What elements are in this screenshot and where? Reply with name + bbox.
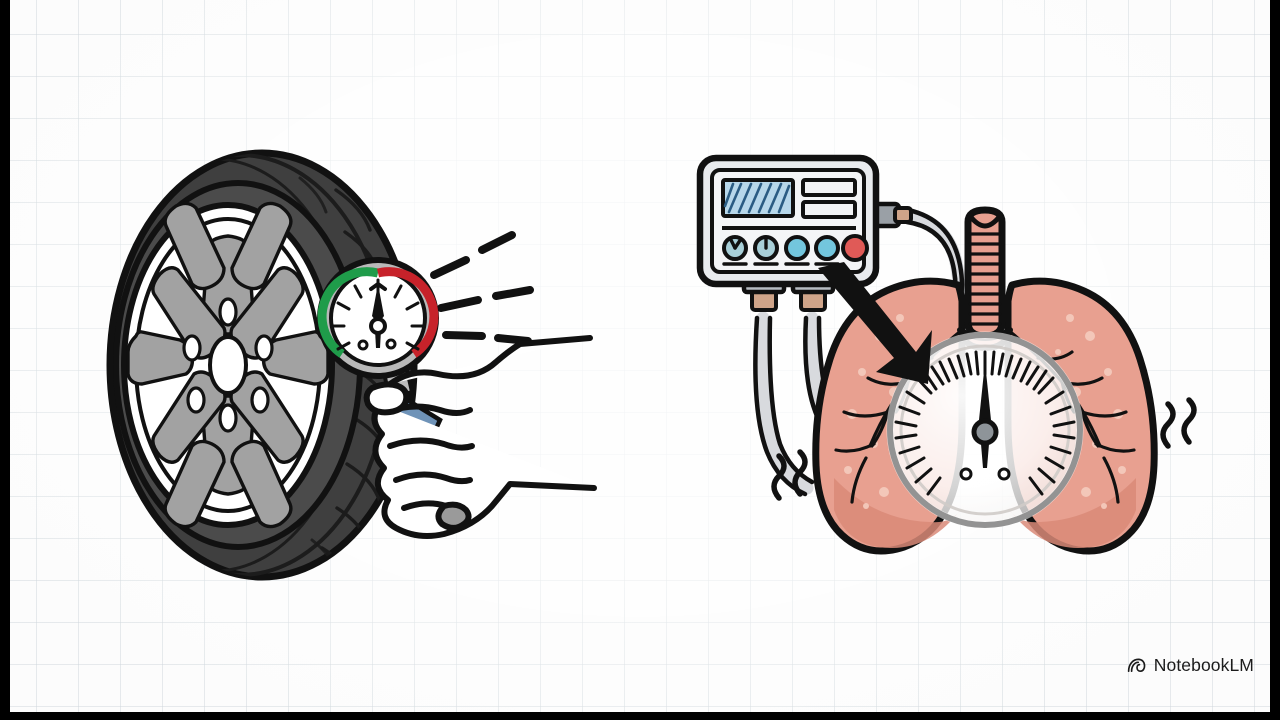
machine-button-3-red[interactable] bbox=[841, 234, 869, 262]
lung-shadow-left bbox=[834, 478, 962, 548]
breath-vapor-left bbox=[771, 449, 808, 501]
machine-control-knobs bbox=[722, 235, 779, 266]
wheel-hub bbox=[208, 335, 248, 395]
letterbox-right bbox=[1270, 0, 1280, 720]
machine-display-screen bbox=[721, 178, 795, 218]
gauge-green-zone bbox=[317, 267, 380, 358]
wheel-lug-holes bbox=[182, 297, 274, 433]
ventilator-machine bbox=[696, 154, 913, 288]
lung-gauge-needle bbox=[971, 362, 999, 468]
lung-gauge-ticks bbox=[894, 350, 1076, 496]
letterbox-left bbox=[0, 0, 10, 720]
machine-button-2[interactable] bbox=[814, 235, 840, 261]
breath-vapor-right bbox=[1160, 397, 1197, 449]
hand-gripping-gauge bbox=[363, 335, 597, 539]
gauge-screw-dots bbox=[357, 338, 397, 351]
lung-gauge-screw-dots bbox=[959, 467, 1011, 481]
wheel-spokes bbox=[126, 201, 330, 529]
letterbox-bottom bbox=[0, 712, 1280, 720]
machine-side-port bbox=[870, 201, 913, 229]
machine-button-1[interactable] bbox=[784, 235, 810, 261]
pointer-arrow bbox=[818, 262, 932, 384]
notebooklm-logo-icon bbox=[1127, 658, 1146, 673]
lung-shadow-right bbox=[1008, 478, 1136, 548]
watermark: NotebookLM bbox=[1126, 655, 1254, 676]
alloy-wheel-rim bbox=[121, 201, 335, 529]
gauge-red-zone bbox=[376, 267, 439, 358]
lung-pressure-gauge-overlay bbox=[886, 331, 1084, 529]
machine-indicator-bars bbox=[801, 178, 857, 219]
trachea-windpipe bbox=[957, 206, 1013, 351]
impact-action-lines bbox=[430, 231, 534, 345]
machine-buttons[interactable] bbox=[784, 234, 869, 266]
gauge-needle bbox=[369, 281, 387, 348]
watermark-label: NotebookLM bbox=[1153, 654, 1254, 675]
